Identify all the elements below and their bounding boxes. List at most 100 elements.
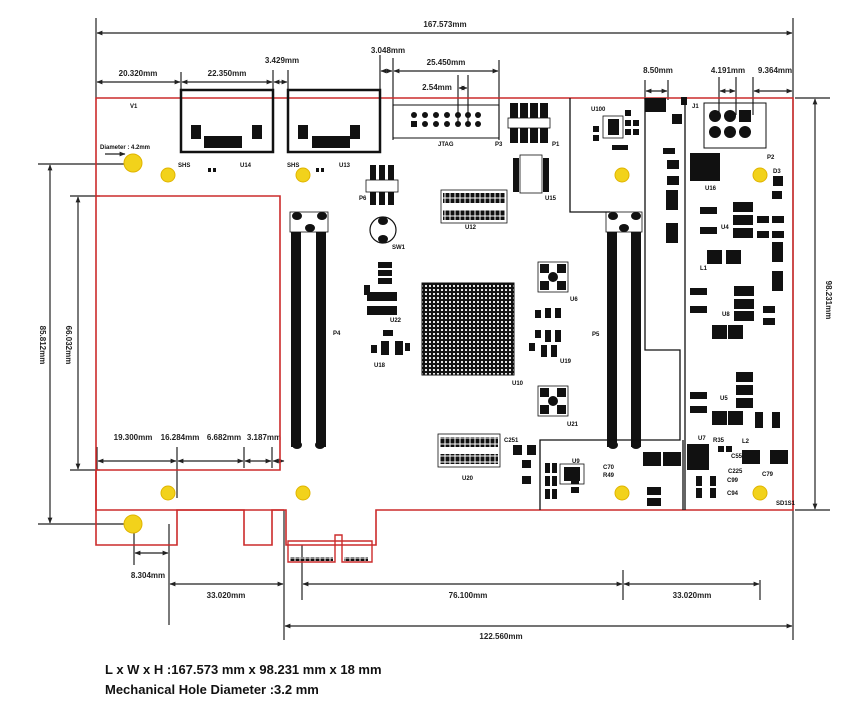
u14-connector bbox=[179, 88, 275, 172]
label-sw1: SW1 bbox=[392, 245, 406, 251]
label-u10: U10 bbox=[512, 381, 524, 387]
u21-package bbox=[537, 385, 569, 417]
hole-diameter-label: Diameter : 4.2mm bbox=[100, 145, 150, 151]
label-d3: D3 bbox=[773, 169, 781, 175]
label-p4: P4 bbox=[333, 331, 341, 337]
u13-connector bbox=[286, 88, 382, 172]
label-p2: P2 bbox=[767, 155, 775, 161]
dim-board-height: 98.231mm bbox=[824, 281, 833, 320]
p6-header bbox=[365, 165, 399, 205]
label-c79: C79 bbox=[762, 472, 774, 478]
label-u12: U12 bbox=[465, 225, 477, 231]
label-r35: R35 bbox=[713, 438, 725, 444]
mounting-hole bbox=[123, 514, 143, 534]
u12-connector bbox=[440, 189, 508, 224]
dim-bottom-16-284: 16.284mm bbox=[161, 433, 200, 442]
dim-left-to-u14: 20.320mm bbox=[119, 69, 158, 78]
label-c55: C55 bbox=[731, 454, 743, 460]
pcie-edge-fingers-2 bbox=[344, 557, 368, 561]
mounting-hole bbox=[160, 485, 176, 501]
mounting-hole bbox=[295, 485, 311, 501]
u6-package bbox=[537, 261, 569, 293]
dim-u13-jtag-gap: 3.048mm bbox=[371, 46, 405, 55]
label-sd1: SD1S1 bbox=[776, 501, 796, 507]
mounting-hole bbox=[752, 485, 768, 501]
jtag-header bbox=[392, 104, 500, 139]
label-c94: C94 bbox=[727, 491, 739, 497]
label-u14: U14 bbox=[240, 163, 252, 169]
dimension-lines bbox=[38, 18, 830, 640]
label-l1: L1 bbox=[700, 266, 708, 272]
pcie-edge-outline bbox=[287, 534, 373, 563]
fpga-bga bbox=[421, 282, 515, 376]
u20-connector bbox=[437, 433, 501, 468]
label-r49: R49 bbox=[603, 473, 615, 479]
label-u15: U15 bbox=[545, 196, 557, 202]
dim-right-bracket: 33.020mm bbox=[673, 591, 712, 600]
components bbox=[179, 88, 788, 510]
dim-bottom-6-682: 6.682mm bbox=[207, 433, 241, 442]
dim-pcie-span: 76.100mm bbox=[449, 591, 488, 600]
mounting-holes bbox=[123, 153, 768, 534]
p2-connector bbox=[703, 102, 767, 149]
dim-hole-offset: 8.304mm bbox=[131, 571, 165, 580]
dim-p2-pitch: 4.191mm bbox=[711, 66, 745, 75]
dim-jtag-width: 25.450mm bbox=[427, 58, 466, 67]
dim-left-total-height: 85.812mm bbox=[38, 326, 47, 365]
label-c225: C225 bbox=[728, 469, 743, 475]
mounting-hole bbox=[295, 167, 311, 183]
label-jtag: JTAG bbox=[438, 142, 454, 148]
mounting-hole bbox=[160, 167, 176, 183]
mounting-hole bbox=[123, 153, 143, 173]
p5-connector bbox=[605, 211, 643, 449]
label-c99: C99 bbox=[727, 478, 739, 484]
label-shs-b: SHS bbox=[287, 163, 299, 169]
mounting-hole bbox=[614, 167, 630, 183]
label-j1: J1 bbox=[692, 104, 699, 110]
dimension-labels: 167.573mm 20.320mm 22.350mm 3.429mm 3.04… bbox=[38, 20, 833, 641]
dim-overall-length: 167.573mm bbox=[423, 20, 466, 29]
label-u9: U9 bbox=[572, 459, 580, 465]
dim-u14-u13-gap: 3.429mm bbox=[265, 56, 299, 65]
label-u21: U21 bbox=[567, 422, 579, 428]
label-u20: U20 bbox=[462, 476, 474, 482]
dim-left-inner-height: 66.032mm bbox=[64, 326, 73, 365]
label-u18: U18 bbox=[374, 363, 386, 369]
dim-jtag-pitch: 2.54mm bbox=[422, 83, 452, 92]
label-u4: U4 bbox=[721, 225, 729, 231]
label-v1: V1 bbox=[130, 104, 138, 110]
dim-bottom-19-300: 19.300mm bbox=[114, 433, 153, 442]
label-p3: P3 bbox=[495, 142, 503, 148]
component-labels: V1 SHS U14 SHS U13 JTAG P3 P1 U100 J1 P2… bbox=[130, 104, 796, 507]
label-u16: U16 bbox=[705, 186, 717, 192]
label-u6: U6 bbox=[570, 297, 578, 303]
sw1-switch bbox=[369, 216, 397, 244]
label-u13: U13 bbox=[339, 163, 351, 169]
label-u8: U8 bbox=[722, 312, 730, 318]
label-l2: L2 bbox=[742, 439, 750, 445]
p1-connector bbox=[507, 103, 551, 143]
pcie-edge-fingers bbox=[290, 557, 333, 561]
label-p6: P6 bbox=[359, 196, 367, 202]
mounting-hole bbox=[614, 485, 630, 501]
label-u19: U19 bbox=[560, 359, 572, 365]
p4-connector bbox=[289, 211, 329, 449]
label-p5: P5 bbox=[592, 332, 600, 338]
dimensions-note: L x W x H :167.573 mm x 98.231 mm x 18 m… bbox=[105, 662, 382, 677]
dim-bottom-3-187: 3.187mm bbox=[247, 433, 281, 442]
label-c251: C251 bbox=[504, 438, 519, 444]
left-bracket-outline bbox=[95, 195, 284, 546]
label-shs-a: SHS bbox=[178, 163, 190, 169]
board-outline bbox=[95, 97, 794, 546]
hole-diameter-note: Mechanical Hole Diameter :3.2 mm bbox=[105, 682, 319, 697]
label-u5: U5 bbox=[720, 396, 728, 402]
mounting-hole bbox=[752, 167, 768, 183]
label-u100: U100 bbox=[591, 107, 606, 113]
dim-p2-right: 9.364mm bbox=[758, 66, 792, 75]
label-u7: U7 bbox=[698, 436, 706, 442]
label-u22: U22 bbox=[390, 318, 402, 324]
dim-u14-width: 22.350mm bbox=[208, 69, 247, 78]
u15-chip bbox=[513, 154, 549, 194]
dim-left-bracket: 33.020mm bbox=[207, 591, 246, 600]
